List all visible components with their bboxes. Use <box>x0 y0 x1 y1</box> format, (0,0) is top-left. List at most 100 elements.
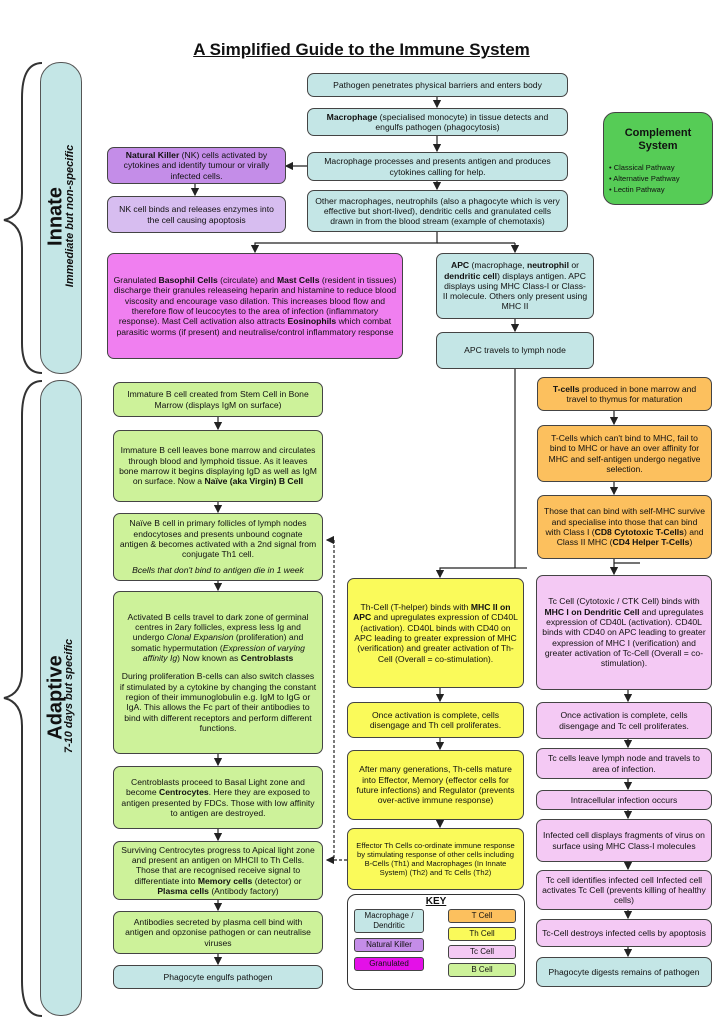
innate-brace <box>3 62 43 374</box>
plain-text: ) and Class II MHC ( <box>556 527 704 548</box>
key-item-label: B Cell <box>471 965 493 974</box>
plain-text: (detector) or <box>252 875 302 886</box>
plain-text: (macrophage, <box>469 260 527 271</box>
complement-item-text: Alternative Pathway <box>613 174 680 184</box>
bold-text: CD4 Helper T-Cells <box>612 537 690 548</box>
box-text: Phagocyte digests remains of pathogen <box>548 966 700 977</box>
b-cell-step-6: Surviving Centrocytes progress to Apical… <box>113 841 323 900</box>
box-text: Centroblasts proceed to Basal Light zone… <box>119 777 317 818</box>
t-cell-step-3: Those that can bind with self-MHC surviv… <box>537 495 712 559</box>
box-text: Infected cell displays fragments of viru… <box>543 830 705 851</box>
bold-text: APC <box>450 260 470 271</box>
bold-text: Basophil Cells <box>158 275 218 286</box>
tc-cell-step-7: Tc-Cell destroys infected cells by apopt… <box>536 919 712 947</box>
page-title: A Simplified Guide to the Immune System <box>193 40 530 59</box>
b-cell-step-3: Naïve B cell in primary follicles of lym… <box>113 513 323 581</box>
plain-text: Activated B cells travel to dark zone of… <box>127 611 309 643</box>
box-text: Tc-Cell destroys infected cells by apopt… <box>542 927 706 938</box>
bold-text: Eosinophils <box>287 316 337 327</box>
plain-text: ) <box>689 537 693 548</box>
box-text: Tc cells leave lymph node and travels to… <box>548 753 700 774</box>
tc-cell-step-4: Intracellular infection occurs <box>536 790 712 810</box>
plain-text: Surviving Centrocytes progress to Apical… <box>121 844 315 886</box>
complement-system-box: Complement System • Classical Pathway • … <box>603 112 713 205</box>
adaptive-brace <box>3 380 43 1017</box>
box-text: Immature B cell created from Stem Cell i… <box>127 389 309 410</box>
complement-item-text: Lectin Pathway <box>613 185 665 195</box>
bold-text: Plasma cells <box>157 885 209 896</box>
tc-cell-step-1: Tc Cell (Cytotoxic / CTK Cell) binds wit… <box>536 575 712 690</box>
macrophage-detects-box: Macrophage (specialised monocyte) in tis… <box>307 108 568 136</box>
th-cell-step-4: Effector Th Cells co-ordinate immune res… <box>347 828 524 890</box>
plain-text: (NK) cells activated by cytokines and id… <box>123 150 270 181</box>
t-cell-step-1: T-cells produced in bone marrow and trav… <box>537 377 712 411</box>
complement-items: • Classical Pathway • Alternative Pathwa… <box>609 163 707 196</box>
key-item-label: Granulated <box>369 959 409 968</box>
b-cell-step-5: Centroblasts proceed to Basal Light zone… <box>113 766 323 829</box>
box-text: Effector Th Cells co-ordinate immune res… <box>356 840 515 878</box>
box-text: APC travels to lymph node <box>464 345 566 356</box>
tc-cell-step-6: Tc cell identifies infected cell Infecte… <box>536 870 712 910</box>
plain-text: which combat parasitic worms (if present… <box>116 316 394 337</box>
key-item-th-cell: Th Cell <box>448 927 516 941</box>
plain-text: Centroblasts proceed to Basal Light zone… <box>126 776 305 798</box>
innate-phase-bar <box>40 62 82 374</box>
key-item-label: Th Cell <box>469 929 495 938</box>
bold-text: dendritic cell <box>444 270 498 281</box>
plain-text: ) Now known as <box>177 653 241 664</box>
box-text: Those that can bind with self-MHC surviv… <box>543 506 706 547</box>
key-item-macrophage: Macrophage / Dendritic <box>354 909 424 933</box>
box-text: Other macrophages, neutrophils (also a p… <box>315 195 560 227</box>
box-text: Pathogen penetrates physical barriers an… <box>333 79 542 90</box>
plain-text: (resident in tissues) discharge their gr… <box>113 275 397 327</box>
granulated-cells-box: Granulated Basophil Cells (circulate) an… <box>107 253 403 359</box>
bold-text: Mast Cells <box>276 275 320 286</box>
bold-text: Natural Killer <box>125 150 180 161</box>
box-text: After many generations, Th-cells mature … <box>356 764 515 806</box>
plain-text: and upregulates expression of CD40L (act… <box>542 606 706 669</box>
apc-travels-box: APC travels to lymph node <box>436 332 594 369</box>
box-text: Immature B cell leaves bone marrow and c… <box>119 445 317 486</box>
box-text: Antibodies secreted by plasma cell bind … <box>125 917 311 948</box>
complement-item-text: Classical Pathway <box>613 163 675 173</box>
macrophage-presents-box: Macrophage processes and presents antige… <box>307 152 568 181</box>
th-cell-step-1: Th-Cell (T-helper) binds with MHC II on … <box>347 578 524 688</box>
legend-key: KEY Macrophage / Dendritic Natural Kille… <box>347 894 525 990</box>
key-item-natural-killer: Natural Killer <box>354 938 424 952</box>
b-cell-step-4: Activated B cells travel to dark zone of… <box>113 591 323 754</box>
box-text: Activated B cells travel to dark zone of… <box>119 612 317 664</box>
plain-text: (Antibody factory) <box>208 885 279 896</box>
bold-text: neutrophil <box>526 260 569 271</box>
bold-text: Macrophage <box>326 111 378 122</box>
bold-text: CD8 Cytotoxic T-Cells <box>594 527 684 537</box>
phagocyte-digests-box: Phagocyte digests remains of pathogen <box>536 957 712 987</box>
b-cell-step-2: Immature B cell leaves bone marrow and c… <box>113 430 323 502</box>
box-text: Once activation is complete, cells disen… <box>369 709 502 730</box>
box-text: Macrophage (specialised monocyte) in tis… <box>313 112 562 133</box>
plain-text: or <box>568 260 579 271</box>
box-text: T-cells produced in bone marrow and trav… <box>543 384 706 405</box>
box-text: Macrophage processes and presents antige… <box>324 156 551 177</box>
th-cell-step-3: After many generations, Th-cells mature … <box>347 750 524 820</box>
box-text: Naïve B cell in primary follicles of lym… <box>119 518 317 560</box>
plain-text: Those that can bind with self-MHC surviv… <box>544 506 705 537</box>
tc-cell-step-3: Tc cells leave lymph node and travels to… <box>536 748 712 779</box>
complement-item: • Lectin Pathway <box>609 185 665 195</box>
tc-cell-step-5: Infected cell displays fragments of viru… <box>536 819 712 862</box>
box-text: Granulated Basophil Cells (circulate) an… <box>113 275 397 337</box>
bold-text: MHC I on Dendritic Cell <box>544 606 640 617</box>
pathogen-enters-box: Pathogen penetrates physical barriers an… <box>307 73 568 97</box>
phagocyte-engulfs-box: Phagocyte engulfs pathogen <box>113 965 323 989</box>
plain-text: (specialised monocyte) in tissue detects… <box>375 111 549 132</box>
key-item-tc-cell: Tc Cell <box>448 945 516 959</box>
b-cell-step-1: Immature B cell created from Stem Cell i… <box>113 382 323 417</box>
complement-title: Complement System <box>624 127 692 153</box>
box-text: Intracellular infection occurs <box>570 794 678 805</box>
box-text: Tc cell identifies infected cell Infecte… <box>542 874 706 906</box>
plain-text: Immature B cell leaves bone marrow and c… <box>119 445 317 487</box>
key-item-granulated: Granulated <box>354 957 424 971</box>
bold-text: Naïve (aka Virgin) B Cell <box>204 476 304 487</box>
box-text: APC (macrophage, neutrophil or dendritic… <box>442 260 588 312</box>
complement-item: • Alternative Pathway <box>609 174 680 184</box>
